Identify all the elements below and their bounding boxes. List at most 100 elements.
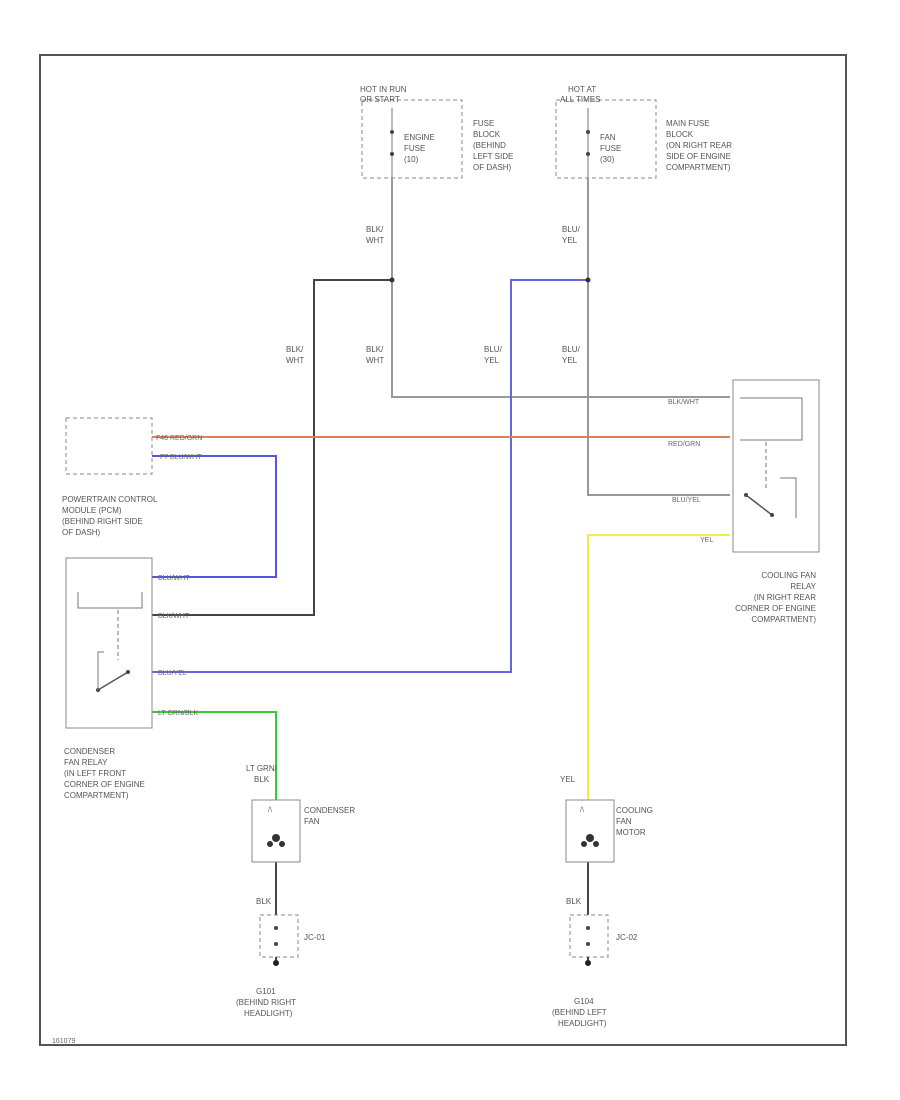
cool-motor-label-3: MOTOR xyxy=(616,828,646,837)
label-blk-wht-top-1: BLK/ xyxy=(366,225,384,234)
cool-relay-label-4: CORNER OF ENGINE xyxy=(735,604,816,613)
ground-right-1: G104 xyxy=(574,997,594,1006)
cool-motor-label-2: FAN xyxy=(616,817,632,826)
left-fuse-loc-2: BLOCK xyxy=(473,130,501,139)
label-blu-yel-top-1: BLU/ xyxy=(562,225,581,234)
blu-yel-wire-branch xyxy=(152,279,588,673)
right-fuse-loc-5: COMPARTMENT) xyxy=(666,163,731,172)
cond-relay-label-5: COMPARTMENT) xyxy=(64,791,129,800)
splice-blk-wht xyxy=(389,277,395,283)
pcm: F46 RED/GRN F7 BLU/WHT POWERTRAIN CONTRO… xyxy=(62,417,202,537)
ground-right-3: HEADLIGHT) xyxy=(558,1019,607,1028)
label-yel-motor: YEL xyxy=(560,775,576,784)
right-fuse-name-3: (30) xyxy=(600,155,615,164)
cool-relay-label-5: COMPARTMENT) xyxy=(751,615,816,624)
pcm-pin-2: BLU/WHT xyxy=(170,454,202,461)
cool-relay-pin-4: YEL xyxy=(700,537,713,544)
label-blk-wht-ml-1: BLK/ xyxy=(286,345,304,354)
joint-connector-left: JC-01 G101 (BEHIND RIGHT HEADLIGHT) xyxy=(236,914,326,1018)
pcm-label-2: MODULE (PCM) xyxy=(62,506,122,515)
joint-left-code: JC-01 xyxy=(304,933,326,942)
right-fuse-name-2: FUSE xyxy=(600,144,621,153)
right-fuse-loc-4: SIDE OF ENGINE xyxy=(666,152,731,161)
label-blk-wht-m-2: WHT xyxy=(366,356,384,365)
cooling-fan-motor: /\ COOLING FAN MOTOR xyxy=(565,799,653,863)
joint-right-code: JC-02 xyxy=(616,933,638,942)
left-fuse-hot-2: OR START xyxy=(360,95,400,104)
right-fuse-hot-1: HOT AT xyxy=(568,85,596,94)
blu-yel-wire-main xyxy=(587,178,730,496)
blk-wht-wire-main xyxy=(391,178,730,398)
condenser-fan-relay: BLU/WHT BLK/WHT BLU/YEL LT GRN/BLK CONDE… xyxy=(64,557,199,800)
cond-relay-label-1: CONDENSER xyxy=(64,747,115,756)
cond-relay-pin-3: BLU/YEL xyxy=(158,670,187,677)
right-fuse-loc-1: MAIN FUSE xyxy=(666,119,710,128)
cond-relay-label-4: CORNER OF ENGINE xyxy=(64,780,145,789)
cond-relay-pin-4: LT GRN/BLK xyxy=(158,710,199,717)
label-blu-yel-m-1: BLU/ xyxy=(562,345,581,354)
cooling-fan-relay: BLK/WHT RED/GRN BLU/YEL YEL COOLING FAN … xyxy=(668,379,820,624)
pcm-label-3: (BEHIND RIGHT SIDE xyxy=(62,517,143,526)
ground-left-1: G101 xyxy=(256,987,276,996)
cool-relay-pin-3: BLU/YEL xyxy=(672,497,701,504)
fan-fuse: HOT AT ALL TIMES FAN FUSE (30) MAIN FUSE… xyxy=(555,85,732,179)
joint-connector-right: JC-02 G104 (BEHIND LEFT HEADLIGHT) xyxy=(552,914,638,1028)
label-blk-right: BLK xyxy=(566,897,582,906)
blu-wht-wire xyxy=(152,455,277,578)
ground-right-icon xyxy=(585,960,591,966)
diagram-border xyxy=(39,54,847,1046)
left-fuse-loc-1: FUSE xyxy=(473,119,494,128)
engine-fuse: HOT IN RUN OR START ENGINE FUSE (10) FUS… xyxy=(360,85,513,179)
left-fuse-hot-1: HOT IN RUN xyxy=(360,85,407,94)
cool-relay-pin-1: BLK/WHT xyxy=(668,399,700,406)
yel-wire xyxy=(587,534,730,800)
right-fuse-hot-2: ALL TIMES xyxy=(560,95,600,104)
cond-relay-label-3: (IN LEFT FRONT xyxy=(64,769,126,778)
blk-wht-wire-branch xyxy=(152,279,392,616)
right-fuse-loc-3: (ON RIGHT REAR xyxy=(666,141,732,150)
figure-id: 161079 xyxy=(52,1038,75,1045)
cool-motor-pin-mark: /\ xyxy=(580,807,584,814)
pcm-pin-1: RED/GRN xyxy=(170,435,202,442)
ground-right-2: (BEHIND LEFT xyxy=(552,1008,607,1017)
right-fuse-name-1: FAN xyxy=(600,133,616,142)
ground-left-icon xyxy=(273,960,279,966)
ground-left-3: HEADLIGHT) xyxy=(244,1009,293,1018)
label-lt-grn-2: BLK xyxy=(254,775,270,784)
lt-grn-blk-wire xyxy=(152,711,277,800)
left-fuse-loc-3: (BEHIND xyxy=(473,141,506,150)
left-fuse-loc-5: OF DASH) xyxy=(473,163,512,172)
left-fuse-name-3: (10) xyxy=(404,155,419,164)
right-fuse-loc-2: BLOCK xyxy=(666,130,694,139)
splice-blu-yel xyxy=(585,277,591,283)
label-blu-yel-m-2: YEL xyxy=(562,356,578,365)
label-blk-left: BLK xyxy=(256,897,272,906)
label-blu-yel-ml-1: BLU/ xyxy=(484,345,503,354)
left-fuse-name-2: FUSE xyxy=(404,144,425,153)
cool-motor-label-1: COOLING xyxy=(616,806,653,815)
ground-left-2: (BEHIND RIGHT xyxy=(236,998,296,1007)
cool-relay-label-2: RELAY xyxy=(790,582,816,591)
cond-relay-label-2: FAN RELAY xyxy=(64,758,108,767)
cond-relay-pin-2: BLK/WHT xyxy=(158,613,190,620)
condenser-fan: /\ CONDENSER FAN xyxy=(251,799,355,863)
pcm-pin-code-2: F7 xyxy=(160,454,168,461)
pcm-label-4: OF DASH) xyxy=(62,528,101,537)
cool-relay-label-1: COOLING FAN xyxy=(761,571,816,580)
label-blu-yel-ml-2: YEL xyxy=(484,356,500,365)
label-blk-wht-m-1: BLK/ xyxy=(366,345,384,354)
cool-relay-label-3: (IN RIGHT REAR xyxy=(754,593,816,602)
cond-fan-label-2: FAN xyxy=(304,817,320,826)
cool-relay-pin-2: RED/GRN xyxy=(668,441,700,448)
label-lt-grn-1: LT GRN/ xyxy=(246,764,278,773)
cond-fan-label-1: CONDENSER xyxy=(304,806,355,815)
label-blk-wht-ml-2: WHT xyxy=(286,356,304,365)
left-fuse-loc-4: LEFT SIDE xyxy=(473,152,513,161)
label-blk-wht-top-2: WHT xyxy=(366,236,384,245)
pcm-pin-code-1: F46 xyxy=(156,435,168,442)
cond-fan-pin-mark: /\ xyxy=(268,807,272,814)
pcm-label-1: POWERTRAIN CONTROL xyxy=(62,495,158,504)
cond-relay-pin-1: BLU/WHT xyxy=(158,575,190,582)
